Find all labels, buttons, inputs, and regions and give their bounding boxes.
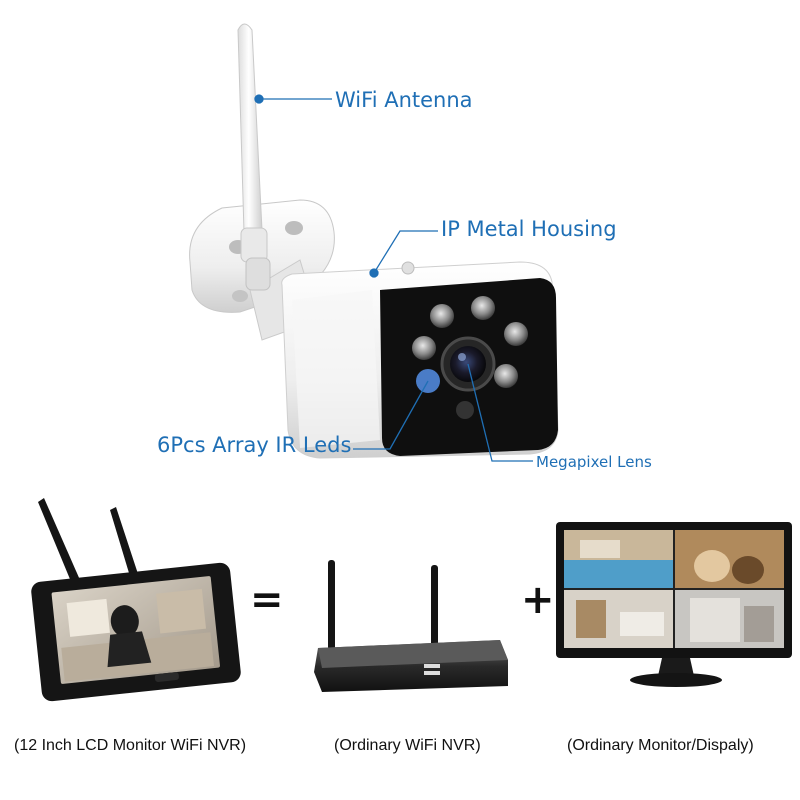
callout-ip-metal-housing: IP Metal Housing	[441, 217, 617, 241]
monitor-stand	[658, 658, 694, 676]
ordinary-nvr	[314, 560, 508, 692]
caption-lcd-monitor-nvr: (12 Inch LCD Monitor WiFi NVR)	[14, 737, 247, 754]
callout-line-housing	[373, 230, 438, 274]
antenna-right	[110, 507, 140, 583]
antenna-left	[328, 560, 335, 650]
ir-led	[430, 304, 454, 328]
equals-sign: =	[250, 577, 284, 623]
ordinary-monitor	[556, 522, 792, 687]
wifi-antenna	[237, 23, 271, 291]
ir-led	[494, 364, 518, 388]
antenna-left	[38, 498, 80, 584]
callout-line-lens	[467, 363, 533, 462]
camera-housing	[281, 261, 559, 459]
callout-dot-housing	[369, 268, 379, 278]
ir-led	[504, 322, 528, 346]
callout-ir-leds: 6Pcs Array IR Leds	[157, 433, 352, 457]
lcd-monitor-nvr	[31, 498, 241, 702]
caption-ordinary-monitor: (Ordinary Monitor/Dispaly)	[567, 737, 754, 754]
ir-led	[412, 336, 436, 360]
light-sensor	[456, 401, 474, 419]
ir-led-array	[412, 296, 528, 419]
caption-ordinary-nvr: (Ordinary WiFi NVR)	[334, 737, 481, 754]
camera-feed	[674, 530, 784, 589]
plus-sign: +	[521, 577, 555, 623]
callout-line-leds	[353, 380, 429, 450]
antenna-right	[431, 565, 438, 650]
callout-dot-antenna	[254, 94, 264, 104]
callout-lines	[254, 94, 533, 462]
monitor-base	[630, 673, 722, 687]
ir-led	[471, 296, 495, 320]
callout-wifi-antenna: WiFi Antenna	[335, 88, 473, 112]
callout-megapixel-lens: Megapixel Lens	[536, 453, 652, 471]
